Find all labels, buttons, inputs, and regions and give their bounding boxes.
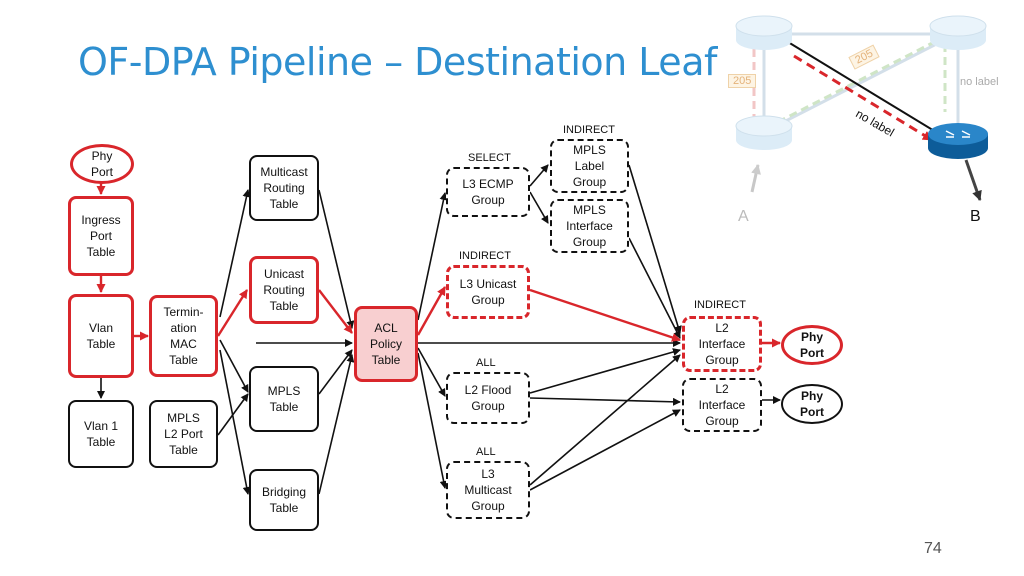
- l3-multicast-group: L3 Multicast Group: [446, 461, 530, 519]
- router-bottom-left-icon: [735, 115, 793, 150]
- multicast-routing-table: Multicast Routing Table: [249, 155, 319, 221]
- l3-ecmp-type: SELECT: [468, 152, 511, 164]
- l3-unicast-type: INDIRECT: [459, 250, 511, 262]
- l2-interface-group-2: L2 Interface Group: [682, 378, 762, 432]
- ingress-phy-port: Phy Port: [70, 144, 134, 184]
- slide-number: 74: [924, 540, 942, 557]
- l2-interface-group-1: L2 Interface Group: [682, 316, 762, 372]
- l3-unicast-group: L3 Unicast Group: [446, 265, 530, 319]
- termination-mac-table: Termin- ation MAC Table: [149, 295, 218, 377]
- mpls-table: MPLS Table: [249, 366, 319, 432]
- topology-drawing: [735, 15, 988, 201]
- slide-title: OF-DPA Pipeline – Destination Leaf (V): [78, 40, 783, 84]
- label-205-left: 205: [728, 74, 757, 88]
- mpls-l2-port-table: MPLS L2 Port Table: [149, 400, 218, 468]
- router-bottom-right-icon: [928, 123, 988, 159]
- l3-ecmp-group: L3 ECMP Group: [446, 167, 530, 217]
- l2-flood-type: ALL: [476, 357, 496, 369]
- acl-policy-table: ACL Policy Table: [354, 306, 418, 382]
- l2-interface-type: INDIRECT: [694, 299, 746, 311]
- egress-phy-port-1: Phy Port: [781, 325, 843, 365]
- bridging-table: Bridging Table: [249, 469, 319, 531]
- router-top-left-icon: [735, 15, 793, 50]
- mpls-label-group: MPLS Label Group: [550, 139, 629, 193]
- ingress-port-table: Ingress Port Table: [68, 196, 134, 276]
- vlan1-table: Vlan 1 Table: [68, 400, 134, 468]
- mpls-interface-group: MPLS Interface Group: [550, 199, 629, 253]
- topology-inset: 205 205 no label no label A B: [718, 0, 1010, 232]
- mpls-label-type: INDIRECT: [563, 124, 615, 136]
- host-b-label: B: [970, 208, 981, 225]
- unicast-routing-table: Unicast Routing Table: [249, 256, 319, 324]
- host-a-label: A: [738, 208, 749, 225]
- no-label-right: no label: [960, 76, 999, 88]
- l2-flood-group: L2 Flood Group: [446, 372, 530, 424]
- vlan-table: Vlan Table: [68, 294, 134, 378]
- router-top-right-icon: [929, 15, 987, 50]
- egress-phy-port-2: Phy Port: [781, 384, 843, 424]
- l3-multicast-type: ALL: [476, 446, 496, 458]
